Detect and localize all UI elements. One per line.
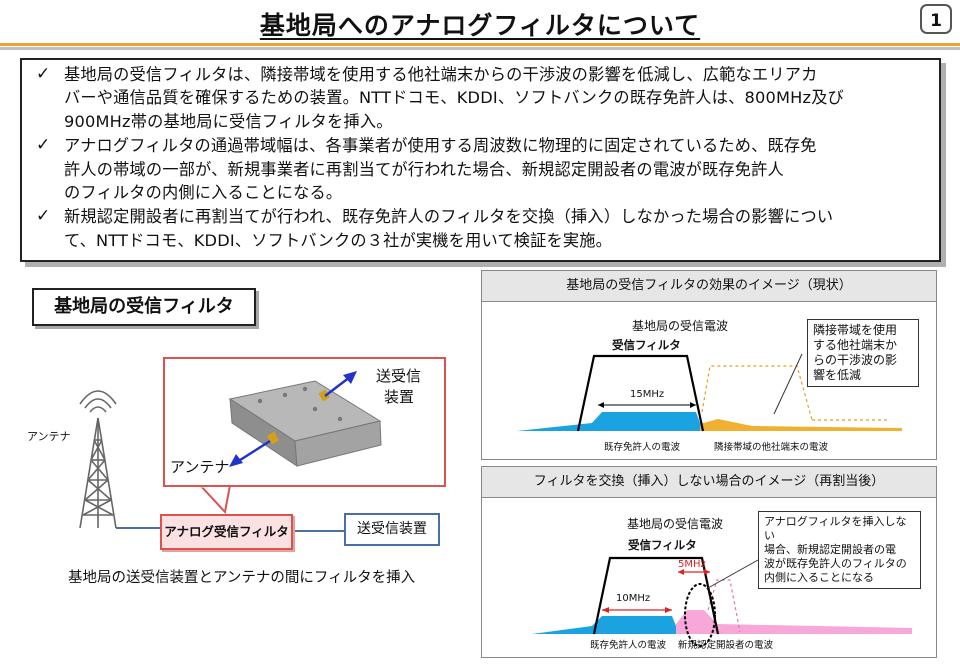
note-line: 響を低減	[813, 368, 862, 382]
title-rule-orange	[0, 43, 960, 46]
callout-antenna-label: アンテナ	[170, 458, 230, 476]
bandwidth-label-new: 5MHz	[678, 559, 706, 570]
wave-label: 基地局の受信電波	[632, 319, 729, 333]
bullet-line: バーや通信品質を確保するための装置。NTTドコモ、KDDI、ソフトバンクの既存免…	[64, 88, 844, 108]
callout-pointer	[197, 484, 232, 515]
bullet-item: ✓ 基地局の受信フィルタは、隣接帯域を使用する他社端末からの干渉波の影響を低減し…	[36, 63, 931, 133]
bullet-line: 900MHz帯の基地局に受信フィルタを挿入。	[64, 111, 393, 131]
callout-trx-label: 装置	[384, 388, 415, 406]
existing-wave-shape	[532, 616, 676, 634]
filter-outline	[592, 556, 720, 635]
new-entrant-wave-shape	[676, 610, 912, 634]
note-line: 場合、新規認定開設者の電	[764, 543, 896, 556]
impact-note: アナログフィルタを挿入しない 場合、新規認定開設者の電 波が既存免許人のフィルタ…	[758, 511, 921, 589]
effect-note: 隣接帯域を使用 する他社端末か らの干渉波の影 響を低減	[807, 319, 919, 387]
title-rule-grey	[0, 47, 960, 50]
new-entrant-wave-label: 新規認定開設者の電波	[678, 640, 774, 651]
antenna-label: アンテナ	[27, 430, 71, 443]
check-icon: ✓	[36, 135, 51, 156]
note-line: 波が既存免許人のフィルタの	[764, 557, 907, 570]
filter-label: 受信フィルタ	[612, 338, 681, 352]
bullet-line: のフィルタの内側に入ることになる。	[64, 183, 343, 203]
bullet-line: アナログフィルタの通過帯域幅は、各事業者が使用する周波数に物理的に固定されている…	[64, 136, 817, 156]
note-line: アナログフィルタを挿入しない	[764, 515, 907, 542]
panel-header: フィルタを交換（挿入）しない場合のイメージ（再割当後）	[482, 467, 936, 498]
bullet-line: 許人の帯域の一部が、新規事業者に再割当てが行われた場合、新規認定開設者の電波が既…	[64, 159, 784, 179]
check-icon: ✓	[36, 64, 51, 84]
signal-arrow	[229, 371, 357, 467]
analog-filter-box: アナログ受信フィルタ	[160, 514, 293, 550]
adjacent-filter-outline	[701, 365, 813, 421]
panel-reassigned-image: フィルタを交換（挿入）しない場合のイメージ（再割当後） 基地局の受信電波 受信フ…	[481, 466, 937, 658]
bullet-item: ✓ 新規認定開設者に再割当てが行われ、既存免許人のフィルタを交換（挿入）しなかっ…	[36, 205, 931, 252]
note-pointer	[707, 559, 759, 589]
section-label-receive-filter: 基地局の受信フィルタ	[32, 288, 256, 326]
note-line: する他社端末か	[813, 338, 898, 352]
overlap-highlight	[684, 583, 716, 647]
bullet-item: ✓ アナログフィルタの通過帯域幅は、各事業者が使用する周波数に物理的に固定されて…	[36, 134, 931, 204]
transceiver-box: 送受信装置	[344, 513, 440, 546]
panel-header: 基地局の受信フィルタの効果のイメージ（現状）	[482, 271, 936, 302]
check-icon: ✓	[36, 206, 51, 227]
page-number-badge: 1	[920, 4, 952, 34]
bandwidth-label-existing: 10MHz	[616, 593, 651, 604]
note-line: らの干渉波の影	[813, 353, 898, 367]
bullet-line: て、NTTドコモ、KDDI、ソフトバンクの３社が実機を用いて検証を実施。	[64, 230, 613, 250]
spectrum-diagram-current	[517, 353, 902, 432]
left-diagram-graphics	[79, 390, 344, 532]
callout-trx-label: 送受信	[376, 367, 422, 385]
left-caption: 基地局の送受信装置とアンテナの間にフィルタを挿入	[68, 570, 416, 586]
filter-device-icon	[228, 380, 382, 467]
note-line: 隣接帯域を使用	[813, 323, 898, 337]
filter-device-graphics	[228, 371, 382, 467]
note-pointer	[773, 353, 803, 415]
adjacent-wave-shape	[700, 419, 902, 431]
filter-outline	[576, 354, 705, 432]
existing-wave-label: 既存免許人の電波	[590, 640, 667, 651]
adjacent-wave-label: 隣接帯域の他社端末の電波	[714, 442, 829, 453]
filter-photo-callout	[163, 357, 446, 487]
new-entrant-filter-outline	[707, 579, 741, 633]
summary-box: ✓ 基地局の受信フィルタは、隣接帯域を使用する他社端末からの干渉波の影響を低減し…	[20, 58, 941, 262]
antenna-tower-icon	[79, 390, 117, 529]
wave-label: 基地局の受信電波	[627, 517, 724, 531]
existing-wave-shape	[517, 412, 700, 431]
bandwidth-label: 15MHz	[630, 389, 665, 400]
existing-wave-label: 既存免許人の電波	[604, 442, 681, 453]
page-title: 基地局へのアナログフィルタについて	[259, 11, 701, 40]
spectrum-diagram-reassigned	[532, 556, 912, 647]
panel-current-image: 基地局の受信フィルタの効果のイメージ（現状） 基地局の受信電波 受信フィルタ 1…	[481, 270, 937, 460]
bullet-line: 新規認定開設者に再割当てが行われ、既存免許人のフィルタを交換（挿入）しなかった場…	[64, 207, 834, 227]
note-line: 内側に入ることになる	[764, 571, 874, 584]
bullet-line: 基地局の受信フィルタは、隣接帯域を使用する他社端末からの干渉波の影響を低減し、広…	[64, 65, 818, 84]
filter-label: 受信フィルタ	[628, 538, 697, 552]
